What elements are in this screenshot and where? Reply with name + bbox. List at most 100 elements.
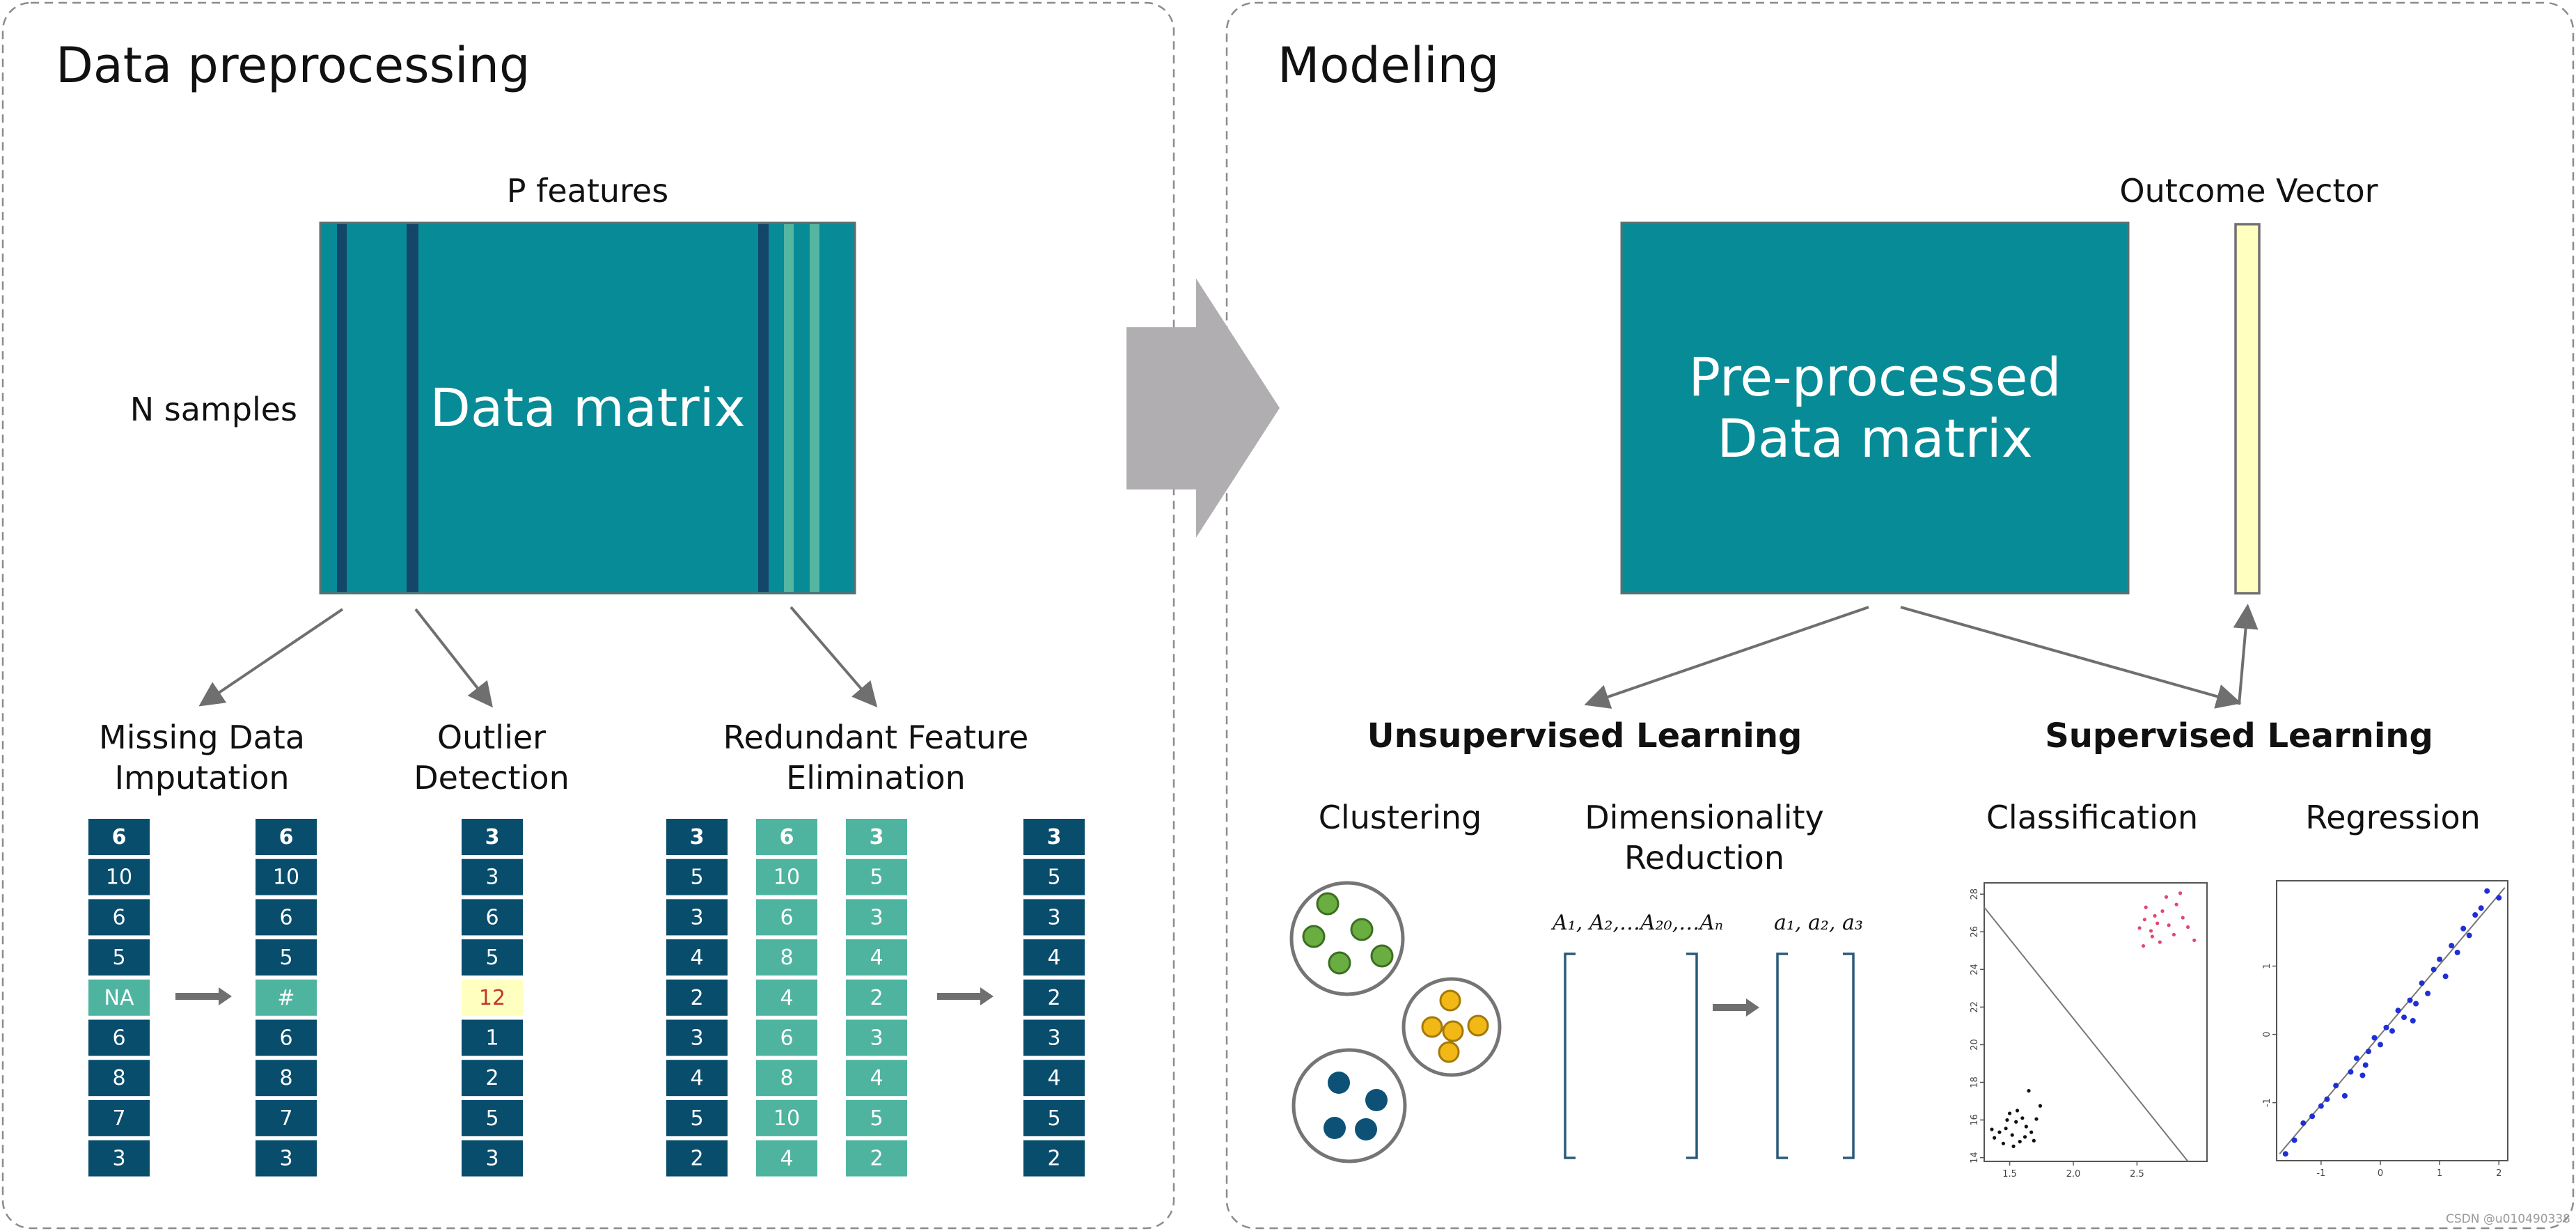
x-tick-label: 1 [2437,1168,2442,1179]
data-point [2029,1130,2034,1134]
value-cell [88,1060,150,1097]
redundant-elimination-label-1: Redundant Feature [723,719,1029,756]
feature-column-redundant-light-1 [784,224,794,592]
value-cell [462,1099,523,1136]
value-cell [666,1140,728,1177]
data-point [2010,1133,2014,1137]
value-cell-text: 2 [870,986,883,1010]
classification-plot-frame [1984,882,2208,1162]
data-point [2171,932,2176,936]
value-cell [88,858,150,895]
p-features-label: P features [507,172,668,210]
value-cell [666,819,728,855]
value-cell-text: 6 [112,1026,125,1051]
data-point [2437,956,2443,962]
data-point [2001,1141,2006,1145]
value-cell [756,1060,817,1097]
y-tick-label: 14 [1970,1152,1980,1163]
data-point [2419,980,2425,987]
data-point [2038,1104,2043,1108]
value-cell-text: 3 [485,865,498,890]
modeling-panel [1225,1,2575,1230]
value-cell-text: 5 [112,946,125,970]
dimred-before-vars: A₁, A₂,…A₂₀,…Aₙ [1550,911,1723,935]
data-point [2023,1135,2027,1139]
value-cell-text: 3 [690,1026,703,1051]
value-cell [462,979,523,1016]
transition-arrow-shape [1126,279,1280,538]
value-cell-text: 1 [485,1026,498,1051]
value-cell [256,1140,317,1177]
value-cell [756,819,817,855]
data-point [2401,1014,2408,1021]
value-cell [756,858,817,895]
value-cell-text: 4 [780,1147,793,1171]
data-point [2449,943,2455,949]
value-cell [88,1019,150,1056]
dimred-label-1: Dimensionality [1585,799,1824,836]
value-cell-text: 4 [690,1066,703,1090]
value-cell-text: 5 [870,1106,883,1131]
value-cell-text: 3 [1047,825,1062,849]
data-point [2359,1072,2366,1079]
feature-column-missing [337,224,347,592]
data-point [2014,1120,2018,1124]
data-point [2413,1001,2419,1007]
value-cell [756,1140,817,1177]
data-point [2333,1083,2339,1089]
regression-label: Regression [2305,799,2481,836]
value-cell [462,819,523,855]
data-point [2011,1144,2016,1148]
data-point [2341,1092,2348,1099]
value-cell [462,1060,523,1097]
dimred-illustration: A₁, A₂,…A₂₀,…Aₙ a₁, a₂, a₃ [1550,911,1863,1159]
cluster-point [1316,892,1340,916]
value-cell [846,979,907,1016]
value-cell-text: NA [104,986,134,1010]
data-point [2167,923,2171,927]
data-point [2348,1069,2354,1075]
value-cell [256,1019,317,1056]
value-cell-text: 3 [485,1147,498,1171]
value-cell-text: 3 [485,825,500,849]
x-tick-label: 0 [2378,1168,2383,1179]
data-point [2158,940,2162,944]
y-tick-label: 28 [1970,888,1980,900]
value-cell-text: 6 [780,825,794,849]
unsupervised-learning-label: Unsupervised Learning [1367,716,1803,755]
data-point [2407,997,2413,1003]
value-cell [462,1140,523,1177]
cluster-point [1442,1020,1464,1042]
value-cell [1023,899,1085,936]
value-cell-text: 6 [780,1026,793,1051]
arrow-to-redundant [790,606,878,708]
value-cell [256,858,317,895]
dimred-after-vars: a₁, a₂, a₃ [1774,911,1863,935]
value-cell-text: 6 [279,905,292,930]
bracket-right-close [1843,952,1855,1159]
value-cell [256,819,317,855]
value-cell-text: 8 [780,946,793,970]
data-point [2377,1042,2383,1048]
dimred-label-2: Reduction [1624,839,1784,877]
value-cell [462,858,523,895]
value-cell-text: 5 [1047,1106,1060,1131]
x-tick-label: 1.5 [2002,1169,2017,1179]
preprocessing-panel [1,1,1175,1230]
data-point [2141,943,2146,948]
value-cell-text: 12 [479,986,505,1010]
outlier-detection-label-2: Detection [414,759,569,797]
cluster-point [1302,925,1326,948]
arrow-supervised-to-outcome [2233,604,2259,705]
value-cell-text: 2 [1047,986,1060,1010]
value-cell-text: 3 [690,905,703,930]
data-point [2149,929,2153,933]
data-point [2478,905,2484,911]
modeling-title: Modeling [1278,37,1499,94]
value-cell-text: 5 [485,946,498,970]
